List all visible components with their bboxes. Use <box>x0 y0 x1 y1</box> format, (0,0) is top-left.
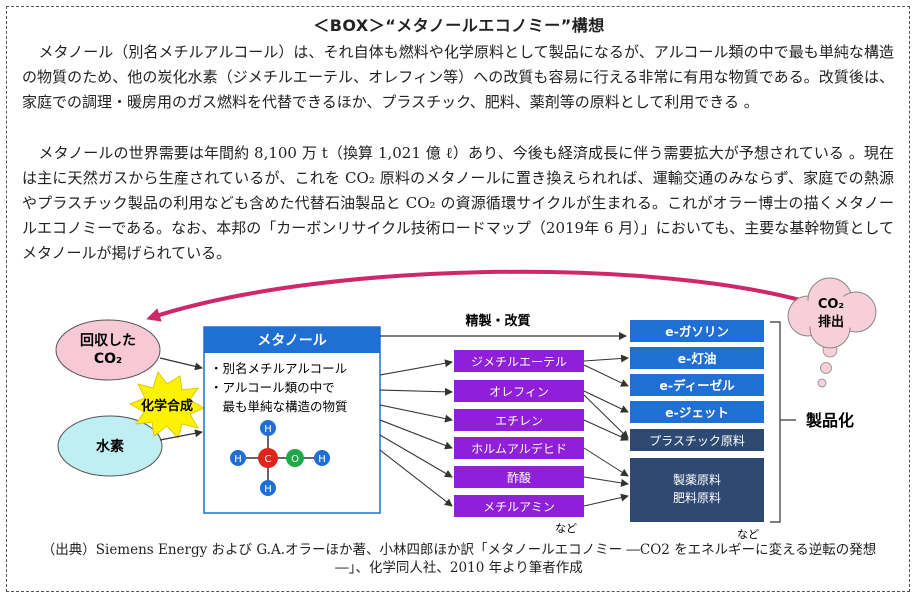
intermediate-box <box>454 495 584 517</box>
recovered-co2-line1: 回収した <box>80 332 136 349</box>
product-box <box>630 401 764 423</box>
product-box <box>630 429 764 451</box>
svg-text:H: H <box>318 454 326 465</box>
hydrogen-atom-bottom <box>260 480 276 496</box>
methanol-to-intermediates-arrows <box>379 359 453 507</box>
intermediate-label: ジメチルエーテル <box>471 355 567 369</box>
products-etc: など <box>737 528 759 541</box>
intermediates-column: ジメチルエーテル オレフィン エチレン ホルムアルデヒド 酢酸 メチルアミン な… <box>454 350 584 535</box>
svg-text:H: H <box>264 484 272 495</box>
recovered-co2-line2: CO₂ <box>94 351 122 367</box>
hydrogen-atom-left <box>230 450 246 466</box>
hydrogen-label: 水素 <box>96 438 124 455</box>
svg-text:O: O <box>291 454 299 465</box>
product-label: 製薬原料 <box>673 473 721 487</box>
intermediate-box <box>454 437 584 459</box>
intermediates-to-products-arrows <box>583 354 629 507</box>
co2-emission-line1: CO₂ <box>818 297 844 312</box>
product-label: e-灯油 <box>678 351 717 366</box>
product-box-pharma-fertilizer <box>630 458 764 522</box>
products-bracket <box>770 321 781 523</box>
paragraph-2: メタノールの世界需要は年間約 8,100 万 t（換算 1,021 億 ℓ）あり… <box>22 144 894 262</box>
chemical-synthesis-label: 化学合成 <box>141 398 193 414</box>
product-label: e-ジェット <box>665 405 729 420</box>
refining-label: 精製・改質 <box>465 313 530 329</box>
box-frame <box>6 6 910 592</box>
productization-label: 製品化 <box>805 411 854 430</box>
methanol-bullet-3: 最も単純な構造の物質 <box>210 399 348 414</box>
co2-emission-line2: 排出 <box>818 314 844 330</box>
product-label: プラスチック原料 <box>649 434 745 448</box>
recycle-arrow <box>146 269 801 322</box>
carbon-atom <box>258 448 278 468</box>
intermediate-label: 酢酸 <box>507 470 531 485</box>
product-box <box>630 347 764 369</box>
products-column: e-ガソリン e-灯油 e-ディーゼル e-ジェット プラスチック原料 製薬原料… <box>630 320 764 541</box>
box-title: ＜BOX＞“メタノールエコノミー”構想 <box>313 16 605 35</box>
hydrogen-node <box>57 415 163 477</box>
paragraph-1: メタノール（別名メチルアルコール）は、それ自体も燃料や化学原料として製品になるが… <box>22 43 894 111</box>
methanol-box <box>203 326 381 514</box>
svg-text:C: C <box>265 454 272 465</box>
product-label: 肥料原料 <box>673 491 721 505</box>
co2-emission-cloud <box>787 277 877 349</box>
product-box <box>630 320 764 342</box>
intermediate-label: エチレン <box>495 414 543 428</box>
methanol-bullet-2: ・アルコール類の中で <box>210 380 335 395</box>
intermediate-box <box>454 409 584 431</box>
oxygen-atom <box>286 449 304 467</box>
intermediate-box <box>454 466 584 488</box>
intermediates-etc: など <box>555 522 577 535</box>
product-box <box>630 374 764 396</box>
intermediate-label: メチルアミン <box>483 500 555 514</box>
svg-text:H: H <box>264 424 272 435</box>
source-citation: （出典）Siemens Energy および G.A.オラーほか著、小林四郎ほか… <box>41 542 877 576</box>
chemical-synthesis-burst <box>128 370 206 439</box>
intermediate-box <box>454 380 584 402</box>
hydrogen-atom-top <box>260 420 276 436</box>
methanol-title: メタノール <box>257 333 327 349</box>
hydrogen-atom-right <box>314 450 330 466</box>
product-label: e-ガソリン <box>665 324 729 339</box>
methanol-bullet-1: ・別名メチルアルコール <box>210 361 347 376</box>
intermediate-box <box>454 350 584 372</box>
methanol-header <box>204 327 380 353</box>
product-label: e-ディーゼル <box>659 378 735 393</box>
intermediate-label: ホルムアルデヒド <box>471 441 567 456</box>
svg-text:H: H <box>234 454 242 465</box>
methanol-molecule: H H H H C O <box>230 420 330 496</box>
recovered-co2-node <box>55 319 161 381</box>
intermediate-label: オレフィン <box>489 385 549 399</box>
